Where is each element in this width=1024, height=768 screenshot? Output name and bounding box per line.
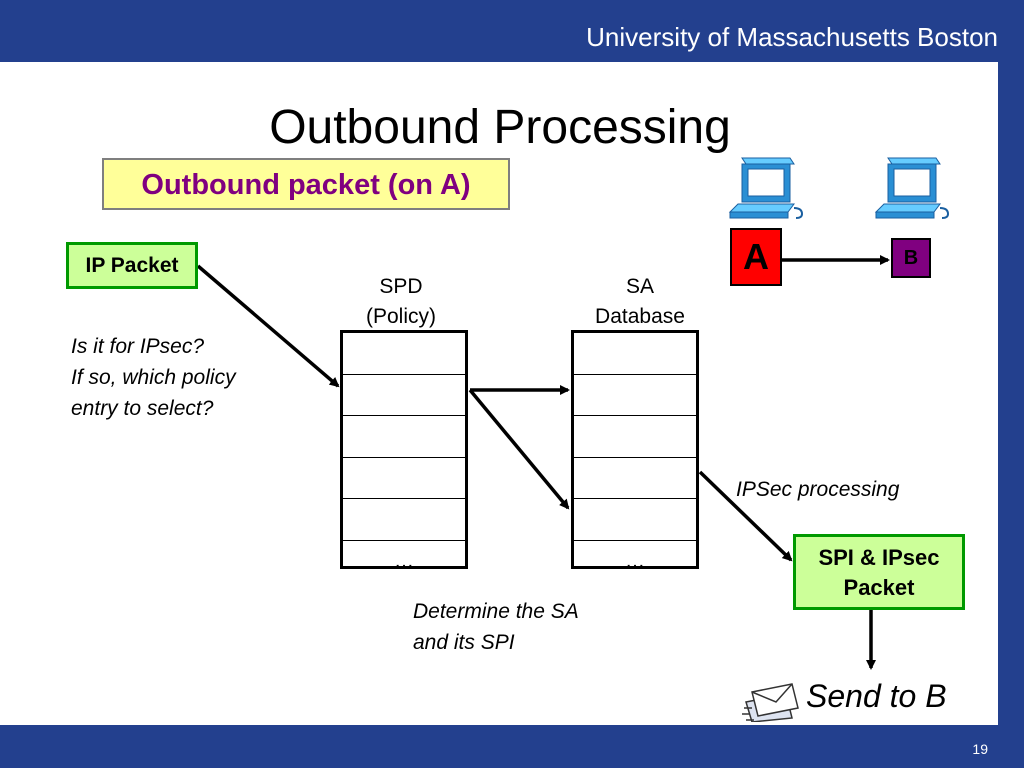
subtitle-box: Outbound packet (on A) — [102, 158, 510, 210]
spi-line: SPI & IPsec — [818, 545, 940, 570]
table-row — [574, 416, 696, 458]
page-number: 19 — [972, 741, 988, 757]
spd-label-line: SPD — [379, 275, 423, 298]
determine-line: and its SPI — [413, 631, 515, 654]
table-row — [574, 499, 696, 541]
sa-label: SA Database — [580, 272, 700, 332]
question-line: entry to select? — [71, 397, 214, 420]
spd-label-line: (Policy) — [365, 305, 436, 328]
spi-line: Packet — [843, 575, 915, 600]
node-b: B — [891, 238, 931, 278]
side-band — [998, 62, 1024, 726]
table-row — [574, 375, 696, 416]
ipsec-question: Is it for IPsec? If so, which policy ent… — [71, 331, 236, 424]
table-row-ellipsis: … — [394, 549, 414, 572]
table-row-ellipsis: … — [625, 549, 645, 572]
node-a: A — [730, 228, 782, 286]
table-row — [574, 333, 696, 375]
spi-packet-box: SPI & IPsec Packet — [793, 534, 965, 610]
table-row — [343, 333, 465, 375]
table-row — [574, 458, 696, 499]
table-row — [343, 416, 465, 458]
send-to-label: Send to B — [806, 678, 947, 714]
arrow-ip-to-spd — [196, 264, 340, 388]
question-line: If so, which policy — [71, 366, 236, 389]
determine-line: Determine the SA — [413, 600, 579, 623]
ipsec-processing-label: IPSec processing — [736, 478, 900, 501]
sa-label-line: Database — [595, 305, 685, 328]
envelope-icon — [742, 683, 799, 722]
spd-label: SPD (Policy) — [340, 272, 462, 332]
header-band — [0, 0, 1024, 62]
computer-icon — [874, 157, 950, 219]
footer-band — [0, 725, 1024, 768]
question-line: Is it for IPsec? — [71, 335, 205, 358]
table-row — [343, 375, 465, 416]
table-row — [343, 499, 465, 541]
table-row — [343, 458, 465, 499]
ip-packet-box: IP Packet — [66, 242, 198, 289]
arrow-sa-to-spi — [698, 470, 793, 562]
slide-title: Outbound Processing — [269, 101, 731, 154]
institution-name: University of Massachusetts Boston — [586, 22, 998, 52]
sa-table: … — [571, 330, 699, 572]
spd-table: … — [340, 330, 468, 572]
sa-label-line: SA — [625, 275, 654, 298]
computer-icon — [728, 157, 804, 219]
arrow-spd-to-sa-diag — [468, 388, 570, 510]
determine-sa-label: Determine the SA and its SPI — [413, 596, 579, 658]
